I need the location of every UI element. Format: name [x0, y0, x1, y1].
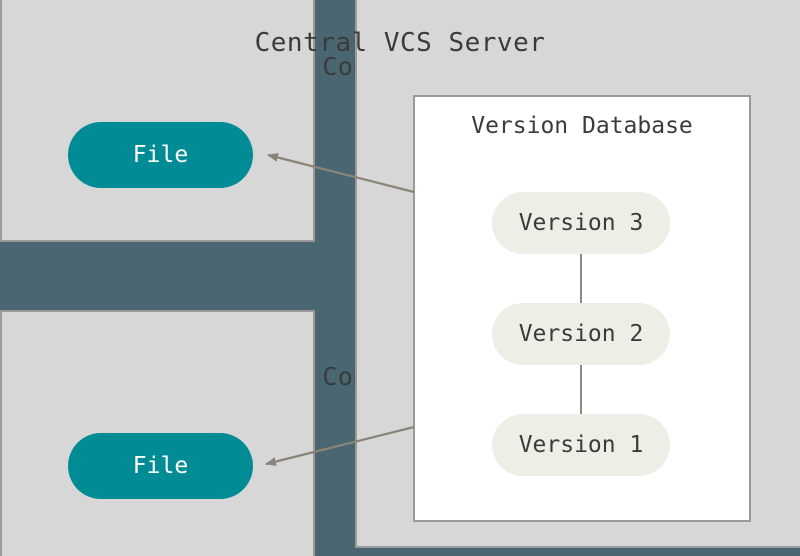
version-node-2[interactable]: Version 2 — [492, 303, 670, 365]
panel-server-title: Central VCS Server — [254, 28, 546, 58]
file-node-computer-a[interactable]: File — [68, 122, 253, 188]
panel-computer-a — [0, 0, 315, 242]
file-node-computer-b[interactable]: File — [68, 433, 253, 499]
version-database-title: Version Database — [471, 113, 693, 139]
version-node-3[interactable]: Version 3 — [492, 192, 670, 254]
version-node-1[interactable]: Version 1 — [492, 414, 670, 476]
